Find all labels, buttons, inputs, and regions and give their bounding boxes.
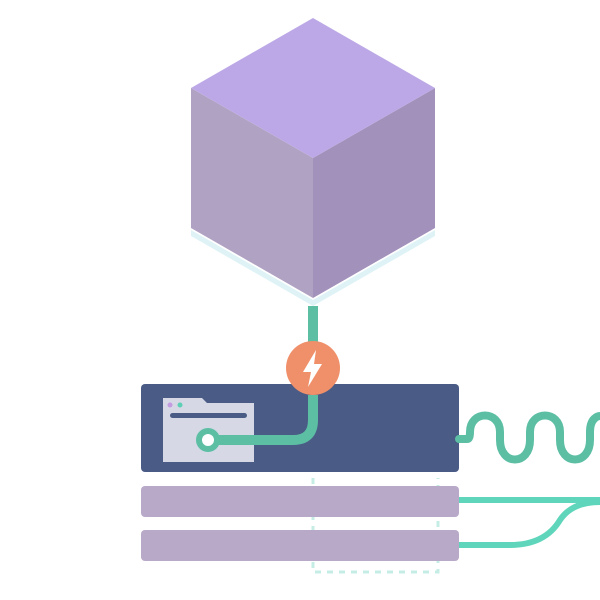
power-cable-inner [215, 395, 318, 445]
window-title-bar [170, 413, 247, 418]
cube [191, 18, 435, 306]
shelf-cable-lower [459, 499, 600, 548]
lightning-bolt-icon [303, 350, 322, 387]
shelf-upper [141, 486, 459, 517]
shelf-lower [141, 530, 459, 561]
cube-top-face [191, 18, 435, 158]
window-dot-1 [167, 402, 173, 408]
window-dot-2 [177, 402, 183, 408]
wavy-cable [455, 411, 600, 464]
power-badge [286, 341, 340, 395]
cable-plug [196, 428, 220, 452]
dashed-guide-frame [311, 478, 440, 574]
